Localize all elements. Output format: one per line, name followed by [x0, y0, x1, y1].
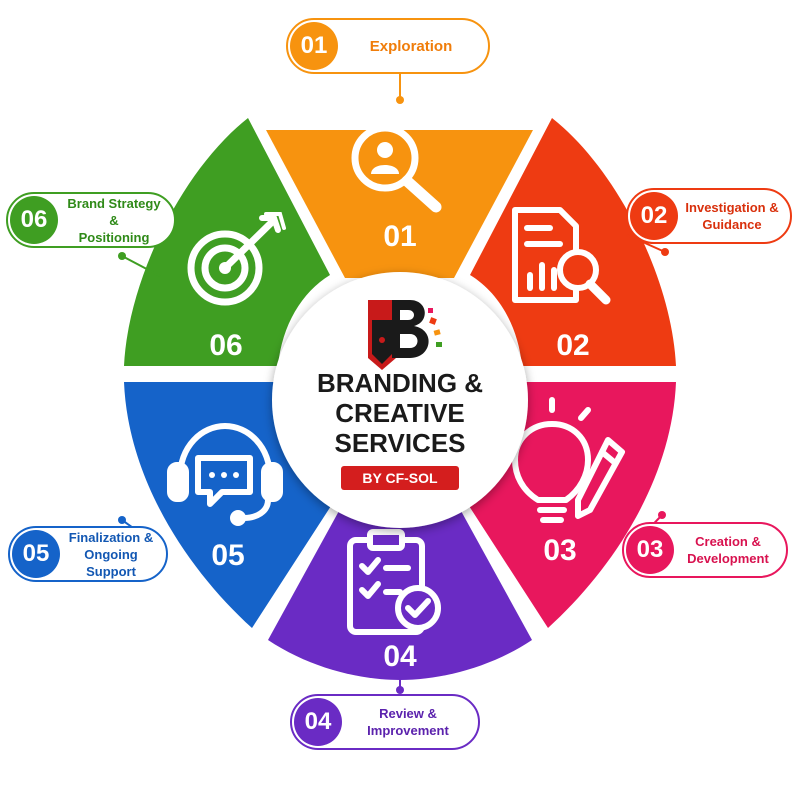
callout-number-01: 01 — [290, 22, 338, 70]
callout-label-05-line1: Finalization & — [68, 529, 154, 545]
center-subtitle: BY CF-SOL — [362, 470, 438, 486]
lightbulb-pencil-icon — [495, 397, 625, 523]
callout-01: 01 Exploration — [286, 18, 490, 74]
callout-04: 04 Review & Improvement — [290, 694, 480, 750]
callout-label-03-line2: Development — [687, 551, 769, 566]
callout-02: 02 Investigation & Guidance — [626, 188, 792, 244]
callout-label-02-line2: Guidance — [702, 217, 762, 232]
callout-label-04: Review & Improvement — [346, 696, 470, 748]
segment-06 — [124, 118, 330, 366]
callout-number-05: 05 — [12, 530, 60, 578]
center-title-line1: BRANDING & — [317, 368, 483, 398]
center-circle — [272, 272, 528, 528]
callout-label-01: Exploration — [342, 20, 480, 72]
segment-number-06: 06 — [209, 329, 242, 362]
callout-label-02-line1: Investigation & — [685, 200, 779, 215]
segment-number-03: 03 — [543, 534, 576, 567]
center-title-line3: SERVICES — [334, 428, 465, 458]
clipboard-check-icon — [347, 529, 441, 635]
callout-number-03: 03 — [626, 526, 674, 574]
callout-03: 03 Creation & Development — [622, 522, 788, 578]
document-chart-search-icon — [512, 207, 611, 305]
callout-label-05: Finalization & Ongoing Support — [64, 528, 158, 580]
segment-number-01: 01 — [383, 220, 416, 253]
callout-label-06: Brand Strategy & Positioning — [62, 194, 166, 246]
callout-label-06-line2: Positioning — [78, 229, 150, 245]
segment-number-04: 04 — [383, 640, 417, 673]
pen-nib-b-logo-icon — [368, 300, 442, 370]
callout-label-04-line2: Improvement — [367, 723, 449, 738]
target-arrow-icon — [187, 212, 286, 306]
callout-06: 06 Brand Strategy & Positioning — [6, 192, 176, 248]
callout-label-01-text: Exploration — [369, 37, 453, 55]
callout-label-02: Investigation & Guidance — [682, 190, 782, 242]
callout-label-05-line2: Ongoing Support — [84, 546, 138, 579]
segment-number-02: 02 — [556, 329, 589, 362]
callout-label-03: Creation & Development — [678, 524, 778, 576]
segment-number-05: 05 — [211, 539, 244, 572]
callout-number-04: 04 — [294, 698, 342, 746]
callout-label-06-line1: Brand Strategy & — [67, 195, 161, 228]
user-search-icon — [351, 124, 442, 213]
callout-label-04-line1: Review & — [379, 706, 437, 721]
center-subtitle-badge — [341, 466, 459, 490]
headset-chat-icon — [167, 423, 283, 526]
segment-01 — [266, 130, 533, 278]
callout-number-02: 02 — [630, 192, 678, 240]
callout-number-06: 06 — [10, 196, 58, 244]
callout-05: 05 Finalization & Ongoing Support — [8, 526, 168, 582]
center-title-line2: CREATIVE — [335, 398, 465, 428]
callout-label-03-line1: Creation & — [695, 534, 761, 549]
